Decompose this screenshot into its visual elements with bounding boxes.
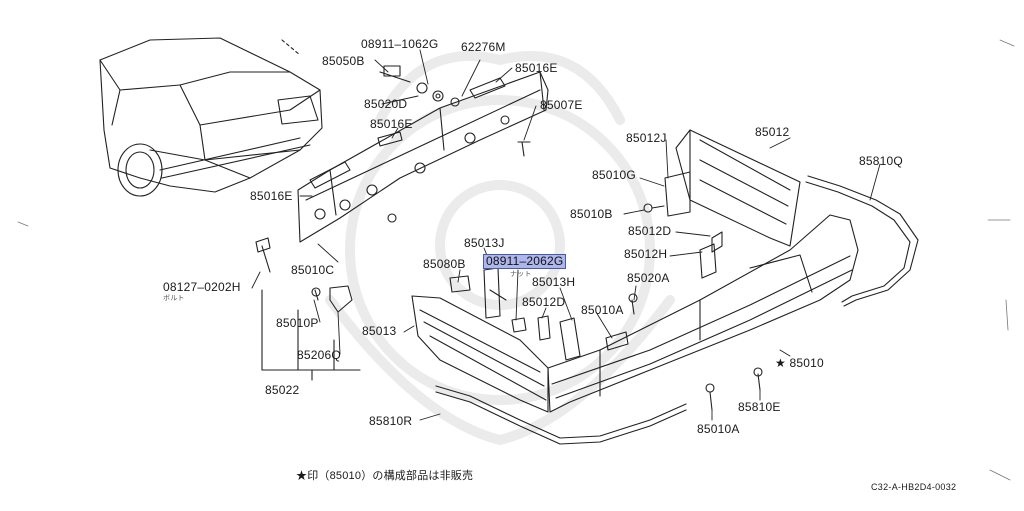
part-label-85050B[interactable]: 85050B: [322, 54, 365, 68]
part-label-85010A-mid[interactable]: 85010A: [581, 303, 624, 317]
part-label-85020D[interactable]: 85020D: [364, 97, 408, 111]
part-label-85012H[interactable]: 85012H: [624, 247, 668, 261]
molding-85810Q: [805, 175, 919, 307]
part-label-85016E-mid[interactable]: 85016E: [370, 117, 413, 131]
part-label-85010P[interactable]: 85010P: [276, 316, 319, 330]
bumper-cover-85010: [547, 214, 859, 413]
part-label-85007E[interactable]: 85007E: [540, 98, 583, 112]
part-label-08911-2062G-sub: ナット: [510, 271, 532, 278]
part-label-85012[interactable]: 85012: [755, 125, 790, 139]
part-label-85810Q[interactable]: 85810Q: [859, 154, 903, 168]
part-label-85206Q[interactable]: 85206Q: [297, 348, 341, 362]
right-screws: [643, 203, 763, 411]
bracket-85022-lines: [261, 289, 361, 381]
part-label-85013H[interactable]: 85013H: [532, 275, 576, 289]
part-label-85010C[interactable]: 85010C: [291, 263, 335, 277]
part-label-08911-1062G[interactable]: 08911–1062G: [361, 37, 439, 51]
part-label-85810R[interactable]: 85810R: [369, 414, 413, 428]
part-label-85010-star[interactable]: ★ 85010: [775, 356, 824, 370]
bolt-left: [255, 237, 353, 313]
part-label-85010G[interactable]: 85010G: [592, 168, 636, 182]
part-label-85013[interactable]: 85013: [362, 324, 397, 338]
part-label-08127-0202H-sub: ボルト: [163, 295, 185, 302]
beam-fasteners: [379, 65, 531, 223]
part-label-62276M[interactable]: 62276M: [461, 40, 506, 54]
car-body-outline: [99, 37, 323, 197]
part-label-85010B[interactable]: 85010B: [570, 207, 613, 221]
part-label-85012D-low[interactable]: 85012D: [522, 295, 566, 309]
scan-marks: [17, 39, 1015, 481]
bumper-side-85013: [411, 295, 549, 413]
part-label-85022[interactable]: 85022: [265, 383, 300, 397]
footnote-not-sold-separately: ★印（85010）の構成部品は非販売: [296, 470, 474, 482]
part-label-08127-0202H[interactable]: 08127–0202H: [163, 280, 241, 294]
part-label-85810E[interactable]: 85810E: [738, 400, 781, 414]
part-label-85013J[interactable]: 85013J: [464, 236, 505, 250]
leader-lines: [251, 49, 881, 421]
part-label-85012J[interactable]: 85012J: [626, 131, 667, 145]
part-label-85016E-top[interactable]: 85016E: [515, 61, 558, 75]
part-label-85010A-low[interactable]: 85010A: [697, 422, 740, 436]
part-label-85016E-left[interactable]: 85016E: [250, 189, 293, 203]
part-label-08911-2062G-highlighted[interactable]: 08911–2062G: [483, 254, 567, 269]
diagram-code: C32-A-HB2D4-0032: [871, 482, 957, 492]
part-label-85020A[interactable]: 85020A: [627, 271, 670, 285]
part-label-85012D-up[interactable]: 85012D: [628, 224, 672, 238]
part-label-85080B[interactable]: 85080B: [423, 257, 466, 271]
molding-85810R: [435, 385, 687, 445]
bumper-reinforcement-85012: [664, 129, 801, 247]
reinforcement-beam: [297, 71, 549, 243]
